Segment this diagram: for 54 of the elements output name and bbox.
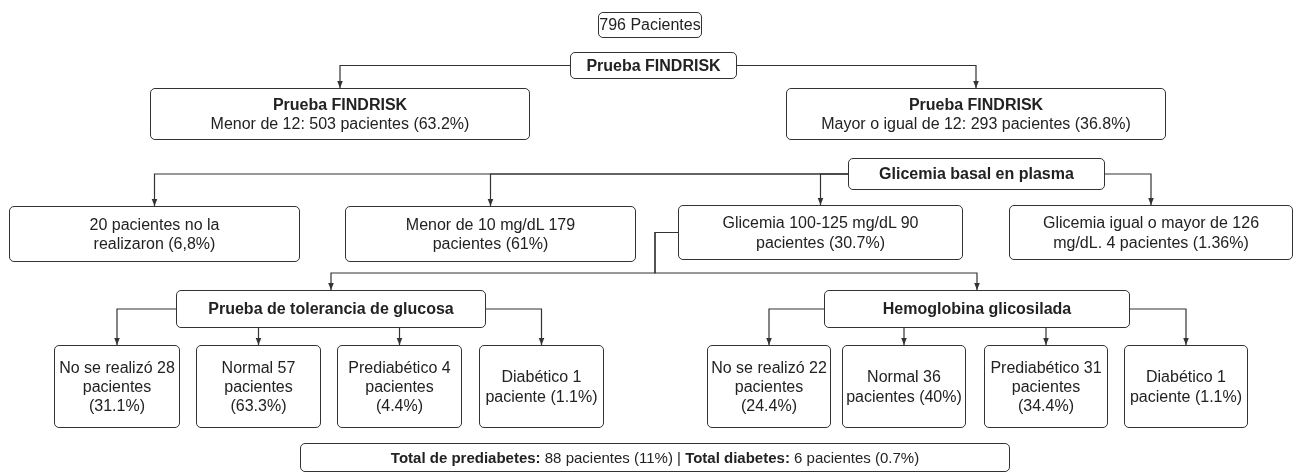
box-text: No se realizó 22 pacientes (24.4%) bbox=[710, 357, 828, 416]
process-box bbox=[345, 206, 636, 262]
box-text: Mayor o igual de 12: 293 pacientes (36.8%) bbox=[821, 114, 1131, 134]
box-text: 796 Pacientes bbox=[599, 15, 701, 35]
process-box bbox=[678, 205, 963, 260]
box-text: No se realizó 28 pacientes (31.1%) bbox=[58, 357, 176, 416]
box-text: Diabético 1 paciente (1.1%) bbox=[484, 367, 599, 406]
box-text: 20 pacientes no la realizaron (6,8%) bbox=[88, 214, 221, 254]
process-box bbox=[196, 345, 321, 428]
box-heading: Prueba de tolerancia de glucosa bbox=[208, 299, 454, 319]
process-box bbox=[984, 345, 1108, 428]
box-heading: Prueba FINDRISK bbox=[272, 94, 408, 114]
header-box bbox=[824, 290, 1130, 328]
process-box bbox=[337, 345, 462, 428]
box-text: Menor de 10 mg/dL 179 pacientes (61%) bbox=[405, 214, 576, 254]
box-text: Prediabético 31 pacientes (34.4%) bbox=[989, 357, 1103, 416]
arrow bbox=[337, 64, 571, 89]
arrow bbox=[654, 231, 980, 291]
arrow bbox=[736, 64, 979, 89]
box-heading: Glicemia basal en plasma bbox=[879, 164, 1074, 184]
box-text: Glicemia igual o mayor de 126 mg/dL. 4 pacientes (1.36%) bbox=[1041, 213, 1261, 252]
arrow bbox=[114, 308, 177, 346]
arrow bbox=[1129, 308, 1189, 346]
process-box bbox=[707, 345, 831, 428]
summary-box bbox=[300, 443, 1010, 472]
process-box bbox=[9, 206, 300, 262]
process-box bbox=[842, 345, 966, 428]
arrow bbox=[817, 173, 849, 206]
box-heading: Hemoglobina glicosilada bbox=[882, 299, 1072, 319]
process-box bbox=[1124, 345, 1248, 428]
box-text: Glicemia 100-125 mg/dL 90 pacientes (30.7%) bbox=[721, 213, 920, 252]
box-text: Total de prediabetes: 88 pacientes (11%) | Total diabetes: 6 pacientes (0.7%) bbox=[390, 448, 920, 467]
box-text: Diabético 1 paciente (1.1%) bbox=[1128, 367, 1244, 406]
arrow bbox=[766, 308, 825, 346]
process-box bbox=[786, 88, 1166, 140]
arrow bbox=[255, 327, 262, 346]
process-box bbox=[479, 345, 604, 428]
arrow bbox=[396, 327, 403, 346]
header-box bbox=[570, 52, 737, 79]
process-box bbox=[150, 88, 530, 140]
box-heading: Prueba FINDRISK bbox=[908, 94, 1044, 114]
header-box bbox=[848, 158, 1105, 190]
box-text: Normal 36 pacientes (40%) bbox=[845, 367, 963, 406]
arrow bbox=[485, 308, 545, 346]
box-text: Menor de 12: 503 pacientes (63.2%) bbox=[210, 114, 470, 134]
arrow bbox=[1104, 173, 1154, 206]
box-heading: Prueba FINDRISK bbox=[586, 55, 721, 76]
box-text: Prediabético 4 pacientes (4.4%) bbox=[347, 357, 452, 416]
header-box bbox=[176, 290, 486, 328]
arrow bbox=[901, 327, 907, 346]
box-text: Normal 57 pacientes (63.3%) bbox=[220, 357, 297, 416]
process-box bbox=[54, 345, 180, 428]
arrow bbox=[1043, 327, 1049, 346]
process-box bbox=[1009, 205, 1293, 260]
